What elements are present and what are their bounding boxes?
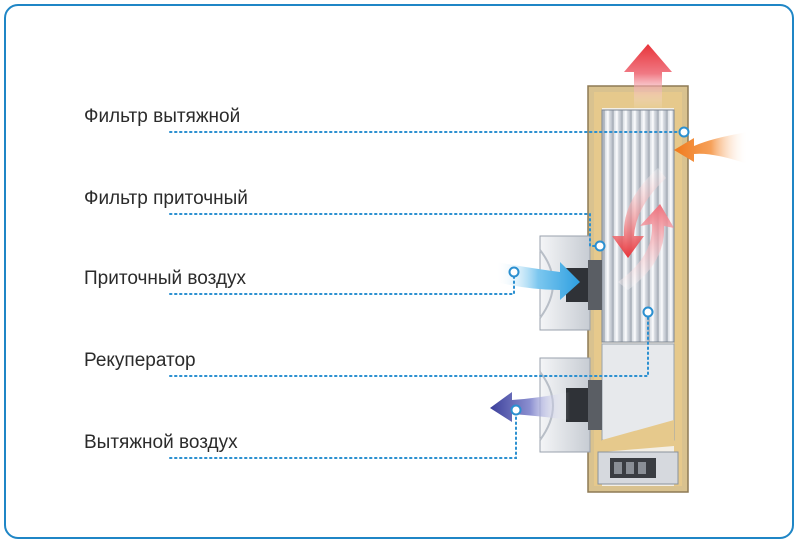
leader-supply-air [170, 274, 514, 294]
dot-exhaust-filter [680, 128, 689, 137]
lower-chamber [598, 344, 678, 484]
exhaust-air-out-arrow [490, 392, 570, 422]
dot-exhaust-air [512, 406, 521, 415]
dot-supply-air [510, 268, 519, 277]
leader-exhaust-air [170, 412, 516, 458]
leader-supply-filter [170, 214, 598, 246]
dot-supply-filter [596, 242, 605, 251]
dot-recuperator [644, 308, 653, 317]
